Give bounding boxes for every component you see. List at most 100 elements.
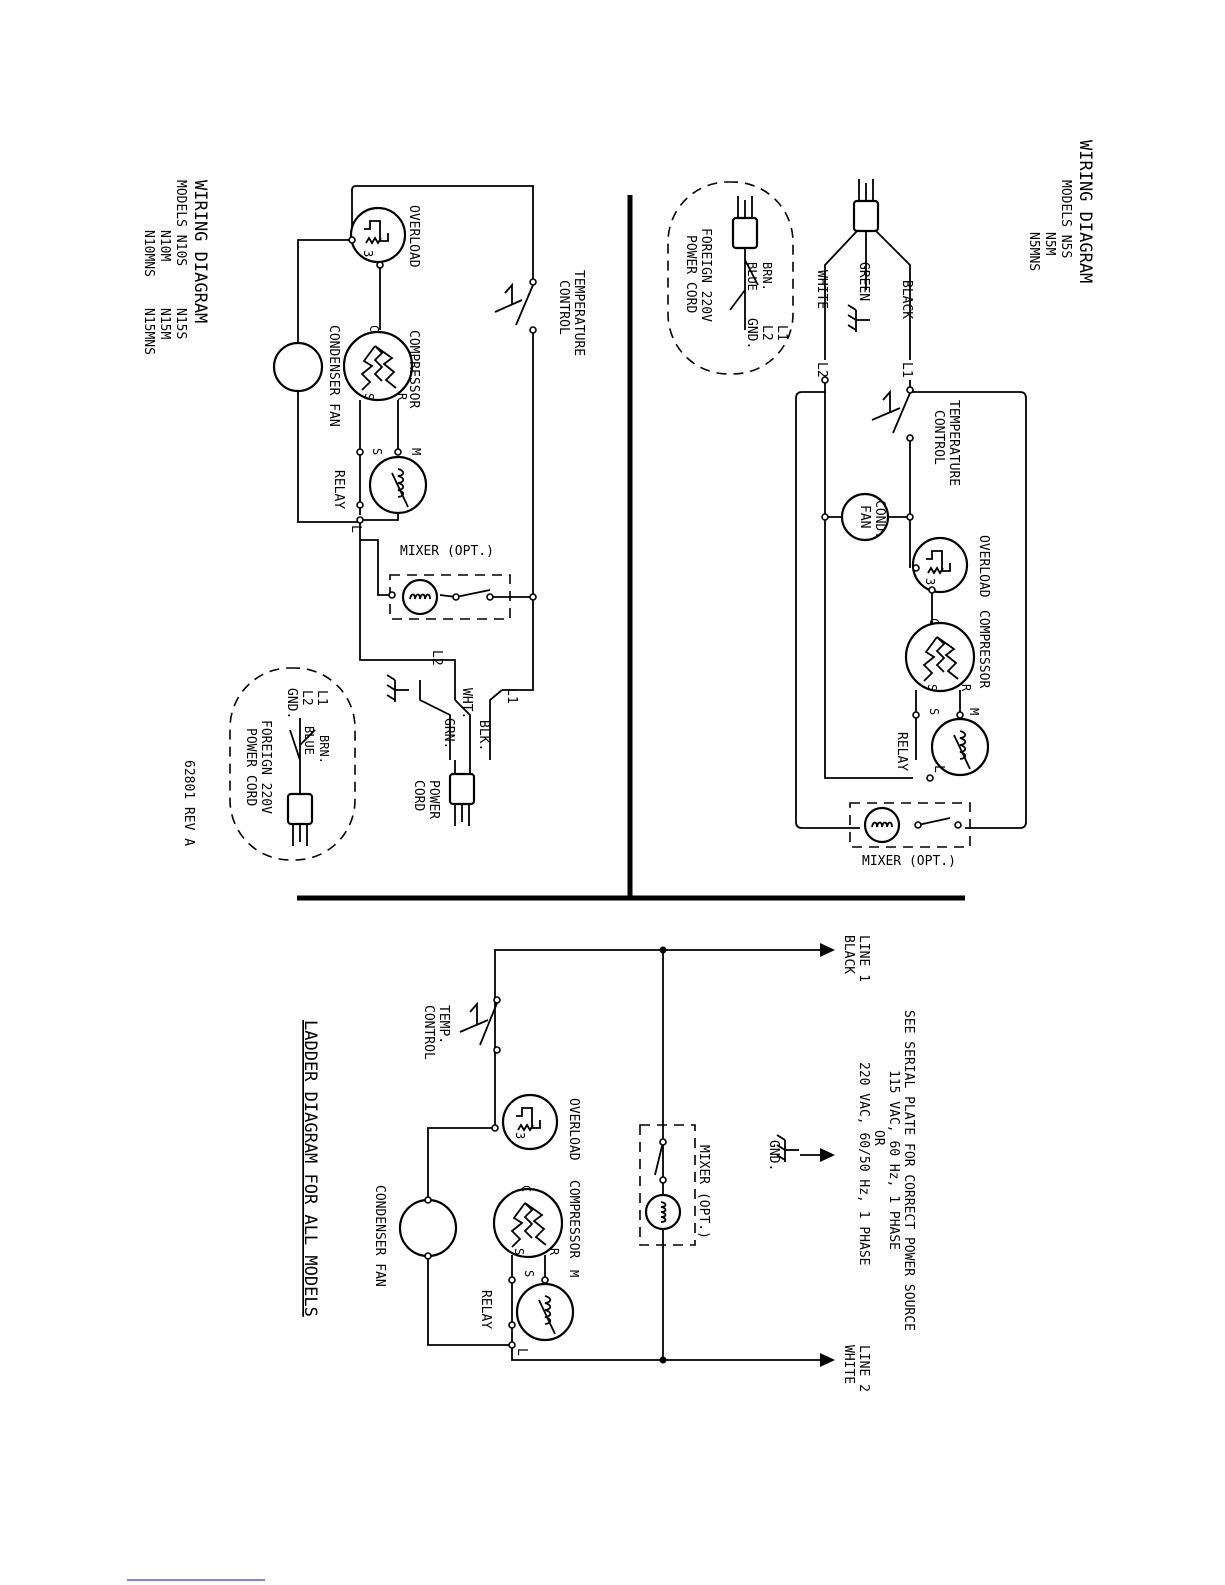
ladder-relay-s: S bbox=[522, 1270, 536, 1277]
right-foreign-l2: L2 bbox=[759, 325, 774, 341]
left-revision: 62801 REV A bbox=[181, 760, 196, 846]
right-temp-control-1: TEMPERATURE bbox=[946, 400, 961, 486]
left-mixer-label: MIXER (OPT.) bbox=[400, 544, 494, 559]
ladder-temp-label-2: CONTROL bbox=[421, 1005, 436, 1060]
right-l-label: L bbox=[931, 765, 946, 773]
left-foreign-blue: BLUE bbox=[302, 726, 316, 755]
right-foreign-blue: BLUE bbox=[745, 262, 759, 291]
left-wiring-diagram: WIRING DIAGRAM MODELS N10S N15S N10M N15… bbox=[141, 180, 586, 861]
right-relay-m: M bbox=[967, 708, 981, 715]
left-overload-symbol bbox=[349, 206, 407, 264]
left-models-n15m: N15M bbox=[157, 308, 172, 339]
left-top-loop bbox=[351, 185, 534, 282]
right-cond-fan-2: FAN bbox=[857, 505, 872, 528]
power-note-4: 220 VAC, 60/50 Hz, 1 PHASE bbox=[856, 1062, 871, 1266]
left-terminal-r: R bbox=[395, 393, 409, 401]
ladder-line2-label-2: WHITE bbox=[841, 1345, 856, 1384]
left-l-label: L bbox=[348, 525, 363, 533]
right-foreign-cord-bubble: BRN. BLUE L1 L2 GND. FOREIGN 220V POWER … bbox=[667, 181, 794, 375]
ladder-compressor-symbol bbox=[492, 1187, 564, 1259]
right-white-label: WHITE bbox=[814, 270, 829, 309]
ladder-line1-label-1: LINE 1 bbox=[856, 935, 871, 982]
right-models-2: N5M bbox=[1042, 232, 1057, 256]
left-foreign-label-1: FOREIGN 220V bbox=[258, 720, 273, 814]
ladder-line2-label-1: LINE 2 bbox=[856, 1345, 871, 1392]
ladder-relay-label: RELAY bbox=[478, 1290, 493, 1329]
ladder-title: LADDER DIAGRAM FOR ALL MODELS bbox=[300, 1020, 320, 1317]
left-relay-label: RELAY bbox=[331, 470, 346, 509]
right-cond-fan-symbol bbox=[840, 492, 890, 542]
left-condenser-fan-symbol bbox=[272, 341, 324, 393]
left-ground-icon bbox=[386, 674, 410, 703]
right-title: WIRING DIAGRAM bbox=[1075, 140, 1095, 283]
left-models-2: N10M bbox=[157, 230, 172, 261]
right-foreign-gnd: GND. bbox=[744, 318, 759, 349]
ladder-gnd-label: GND. bbox=[766, 1140, 781, 1171]
ladder-line1-rail bbox=[494, 949, 820, 1125]
left-l2-label: L2 bbox=[429, 650, 444, 666]
ladder-relay-m: M bbox=[567, 1270, 581, 1277]
ladder-overload-symbol bbox=[501, 1093, 559, 1151]
ladder-overload-label: OVERLOAD bbox=[566, 1098, 581, 1161]
ladder-condenser-fan-symbol bbox=[398, 1198, 458, 1258]
ladder-mixer-label: MIXER (OPT.) bbox=[696, 1145, 711, 1239]
left-models-n15s: N15S bbox=[173, 308, 188, 339]
right-temperature-control-switch bbox=[871, 386, 914, 442]
right-ground-icon bbox=[847, 304, 871, 333]
left-temp-to-l1 bbox=[502, 330, 534, 691]
right-mixer-coil-symbol bbox=[863, 806, 901, 844]
left-power-cord-label-2: CORD bbox=[411, 780, 426, 811]
left-temp-control-label-1: TEMPERATURE bbox=[571, 270, 586, 356]
ladder-temp-control-switch bbox=[459, 996, 501, 1054]
left-fan-loop bbox=[297, 239, 360, 523]
left-foreign-plug-icon bbox=[286, 792, 314, 848]
right-wiring-diagram: WIRING DIAGRAM MODELS N5S N5M N5MNS bbox=[667, 140, 1095, 869]
ladder-terminal-r: R bbox=[547, 1248, 561, 1256]
right-outer-loop bbox=[909, 380, 1027, 829]
left-wht-label: WHT. bbox=[459, 688, 474, 719]
right-overload-3: 3 bbox=[923, 578, 937, 585]
right-mixer-label: MIXER (OPT.) bbox=[862, 854, 956, 869]
left-models-1: MODELS N10S bbox=[173, 180, 188, 266]
left-foreign-cord-bubble: L1 L2 GND. BRN. BLUE FOREIGN 220V POWER … bbox=[229, 667, 356, 861]
left-mixer-switch bbox=[455, 589, 491, 598]
right-terminal-s: S bbox=[925, 684, 939, 691]
right-temp-control-2: CONTROL bbox=[931, 410, 946, 465]
right-foreign-label-1: FOREIGN 220V bbox=[698, 228, 713, 322]
ladder-overload-3: 3 bbox=[513, 1132, 527, 1139]
right-models-3: N5MNS bbox=[1026, 232, 1041, 271]
right-green-label: GREEN bbox=[856, 262, 871, 301]
ladder-temp-label-1: TEMP. bbox=[436, 1005, 451, 1044]
ladder-terminal-s: S bbox=[512, 1248, 526, 1255]
left-title: WIRING DIAGRAM bbox=[190, 180, 210, 323]
left-condenser-fan-label: CONDENSER FAN bbox=[326, 325, 341, 427]
right-compressor-label: COMPRESSOR bbox=[976, 610, 991, 688]
right-power-plug-icon bbox=[852, 177, 880, 233]
left-foreign-brn: BRN. bbox=[317, 735, 331, 764]
left-relay-s-m bbox=[359, 400, 399, 521]
ladder-fan-wires bbox=[427, 1127, 512, 1346]
left-power-plug-icon bbox=[448, 772, 476, 828]
line2-arrow bbox=[820, 1353, 835, 1367]
left-compressor-label: COMPRESSOR bbox=[406, 330, 421, 408]
right-foreign-l1: L1 bbox=[774, 325, 789, 341]
ladder-condenser-fan-label: CONDENSER FAN bbox=[372, 1185, 387, 1287]
right-relay-label: RELAY bbox=[894, 732, 909, 771]
power-note-1: SEE SERIAL PLATE FOR CORRECT POWER SOURC… bbox=[901, 1010, 916, 1331]
right-foreign-brn: BRN. bbox=[760, 262, 774, 291]
right-cord-wires bbox=[824, 229, 911, 360]
right-overload-label: OVERLOAD bbox=[976, 535, 991, 598]
right-relay-s: S bbox=[927, 708, 941, 715]
right-l2-rail bbox=[824, 392, 913, 779]
ladder-l-label: L bbox=[514, 1348, 529, 1356]
left-grn-label: GRN. bbox=[441, 718, 456, 749]
left-foreign-l1: L1 bbox=[314, 690, 329, 706]
left-l1-label: L1 bbox=[504, 688, 519, 704]
left-temperature-control-switch bbox=[494, 278, 537, 334]
right-l2-loop bbox=[795, 380, 860, 829]
left-overload-3: 3 bbox=[361, 250, 375, 257]
right-foreign-plug-icon bbox=[731, 194, 759, 250]
power-note-3: OR bbox=[871, 1130, 886, 1146]
ladder-line1-label-2: BLACK bbox=[841, 935, 856, 974]
